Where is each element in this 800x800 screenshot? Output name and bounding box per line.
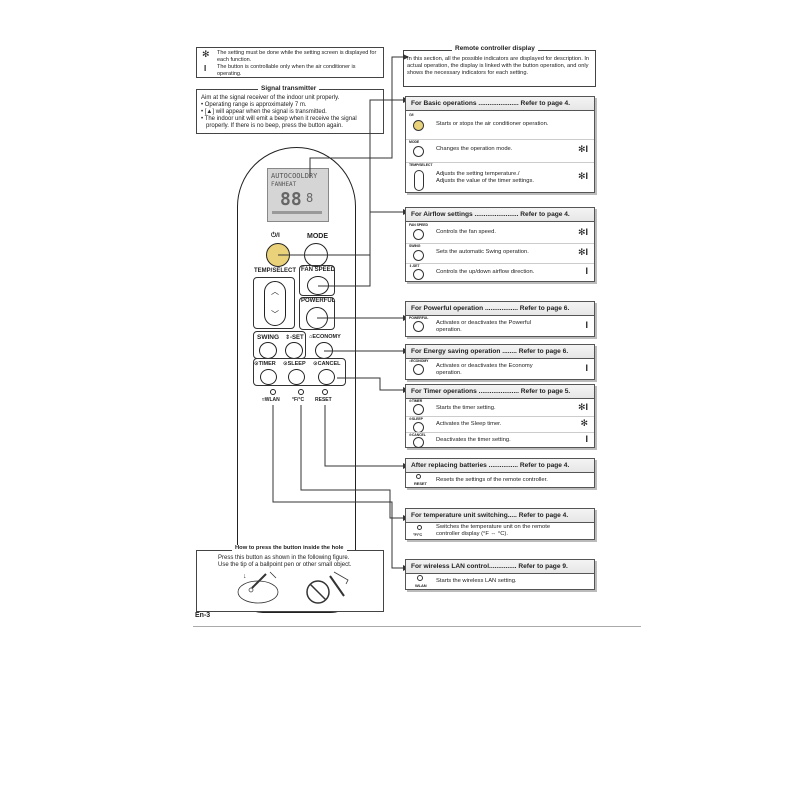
powerful-label: POWERFUL (301, 298, 336, 304)
fc-label: °F/°C (292, 397, 305, 403)
row-cancel: ⊙CANCEL Deactivates the timer setting. I (406, 433, 594, 448)
temp-select-group (253, 277, 295, 329)
sleep-label: ⊙SLEEP (283, 361, 306, 367)
reset-label: RESET (315, 397, 332, 403)
temp-select-button[interactable]: ︿ ﹀ (264, 281, 286, 326)
panel-energy-saving: For Energy saving operation ........ Ref… (405, 344, 595, 380)
wlan-label: ≈WLAN (262, 397, 280, 403)
page-number: En-3 (195, 612, 211, 619)
how-to-press-line1: Press this button as shown in the follow… (218, 555, 350, 561)
how-to-press-title: How to press the button inside the hole (232, 545, 347, 551)
star-icon: ✻ (202, 49, 210, 59)
pen-correct-icon (251, 573, 267, 589)
timer-group (253, 358, 346, 386)
power-icon-button (413, 120, 424, 131)
row-wlan: WLAN Starts the wireless LAN setting. (406, 574, 594, 590)
row-fc: °F/°C Switches the temperature unit on t… (413, 524, 551, 537)
panel-after-batteries: After replacing batteries ..............… (405, 458, 595, 488)
row-timer: ⊙TIMER Starts the timer setting. ✻I (406, 399, 594, 416)
lcd-bars (272, 211, 322, 214)
row-power: ⏻/I Starts or stops the air conditioner … (406, 113, 594, 137)
powerful-group (299, 297, 335, 330)
power-label: ⏻/I (271, 232, 280, 239)
panel-airflow-title: For Airflow settings ...................… (406, 208, 594, 222)
panel-wlan: For wireless LAN control............... … (405, 559, 595, 590)
remote-display-box (403, 50, 596, 87)
legend-bar-text: The button is controllable only when the… (217, 64, 356, 77)
panel-airflow-settings: For Airflow settings ...................… (405, 207, 595, 282)
panel-wlan-title: For wireless LAN control............... … (406, 560, 594, 574)
prohibited-icon (306, 580, 330, 604)
panel-temp-unit: For temperature unit switching..... Refe… (405, 508, 595, 540)
cancel-label: ⊙CANCEL (313, 361, 341, 367)
page-divider (193, 626, 641, 627)
swing-label: SWING (257, 334, 280, 341)
row-economy: ⌂ECONOMY Activates or deactivates the Ec… (409, 359, 588, 376)
mode-icon-button (413, 146, 424, 157)
panel-tempunit-title: For temperature unit switching..... Refe… (406, 509, 594, 523)
row-mode: MODE Changes the operation mode. ✻I (406, 140, 594, 162)
panel-energy-title: For Energy saving operation ........ Ref… (406, 345, 594, 359)
fc-button[interactable] (298, 389, 304, 395)
bar-icon: I (204, 64, 207, 73)
legend-star-text: The setting must be done while the setti… (217, 50, 377, 63)
economy-label: ⌂ECONOMY (309, 334, 341, 340)
lcd-small-digit: 8 (306, 191, 314, 205)
reset-button[interactable] (322, 389, 328, 395)
wifi-icon: ≈ (262, 397, 265, 403)
set-label: ⇕-SET (285, 335, 304, 341)
sleep-button[interactable] (288, 369, 305, 385)
panel-timer-title: For Timer operations ...................… (406, 385, 594, 399)
panel-basic-operations: For Basic operations ...................… (405, 96, 595, 193)
mode-label: MODE (307, 233, 328, 240)
panel-basic-title: For Basic operations ...................… (406, 97, 594, 111)
signal-transmitter-text: Aim at the signal receiver of the indoor… (201, 95, 357, 129)
hole-correct-dot (248, 587, 254, 593)
panel-batteries-title: After replacing batteries ..............… (406, 459, 594, 473)
row-swing: SWING Sets the automatic Swing operation… (406, 244, 594, 263)
panel-powerful: For Powerful operation .................… (405, 301, 595, 337)
cancel-button[interactable] (318, 369, 335, 385)
pen-wrong-icon (329, 575, 345, 597)
chevron-down-icon: ﹀ (271, 310, 279, 319)
row-fan-speed: FAN SPEED Controls the fan speed. ✻I (406, 223, 594, 243)
wlan-button[interactable] (270, 389, 276, 395)
signal-transmitter-box (196, 89, 384, 134)
timer-label: ⊙TIMER (254, 361, 276, 367)
row-powerful: POWERFUL Activates or deactivates the Po… (409, 316, 588, 333)
how-to-press-line2: Use the tip of a ballpoint pen or other … (218, 562, 352, 568)
lcd-digits: 88 (280, 189, 302, 210)
legend-box: ✻ The setting must be done while the set… (196, 47, 384, 78)
fan-speed-label: FAN SPEED (301, 267, 336, 273)
fan-speed-group (299, 265, 335, 296)
lcd-modes-line2: FANHEAT (271, 181, 297, 188)
press-illustration: ↓ (237, 571, 349, 604)
row-reset: RESET Resets the settings of the remote … (406, 473, 594, 488)
chevron-up-icon: ︿ (271, 287, 279, 296)
panel-timer: For Timer operations ...................… (405, 384, 595, 448)
remote-display-title: Remote controller display (452, 45, 538, 52)
temp-select-label: TEMP/SELECT (254, 268, 297, 274)
lcd-modes-line1: AUTOCOOLDRY (271, 172, 318, 180)
hole-correct-ellipse (237, 580, 279, 604)
signal-transmitter-title: Signal transmitter (258, 85, 320, 92)
row-set: ⇕-SET Controls the up/down airflow direc… (406, 264, 594, 282)
panel-powerful-title: For Powerful operation .................… (406, 302, 594, 316)
remote-display-text: In this section, all the possible indica… (407, 56, 590, 76)
svg-text:↓: ↓ (243, 573, 247, 580)
temp-select-icon (414, 170, 424, 191)
row-temp-select: TEMP/SELECT Adjusts the setting temperat… (406, 163, 594, 193)
lcd-display: AUTOCOOLDRY FANHEAT 88 8 (267, 168, 329, 222)
timer-button[interactable] (260, 369, 277, 385)
row-sleep: ⊙SLEEP Activates the Sleep timer. ✻ (406, 417, 594, 433)
